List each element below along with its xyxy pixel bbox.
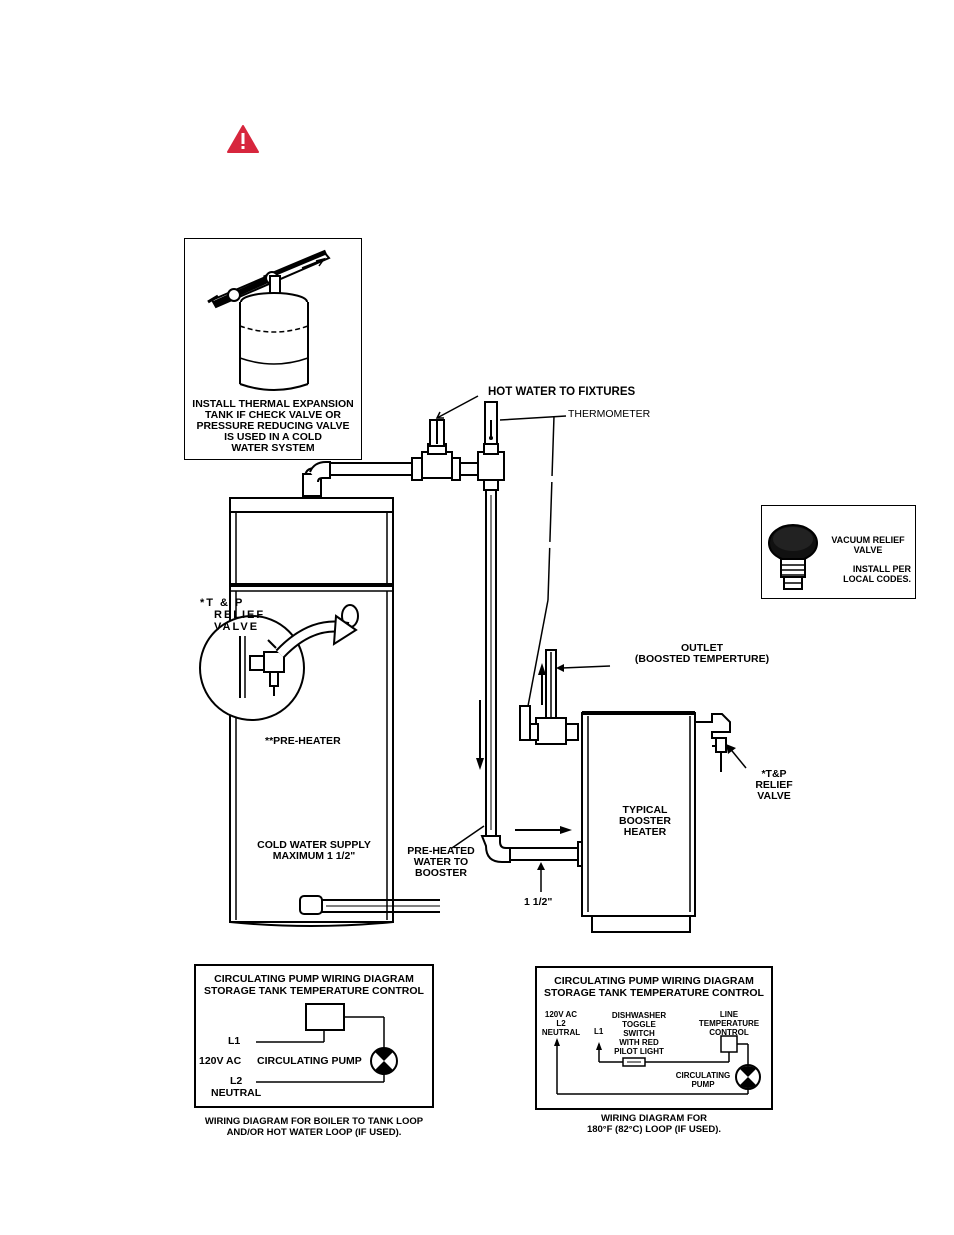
pipe-size-label: 1 1/2" — [524, 896, 553, 908]
wiring-right-supply: 120V AC L2 NEUTRAL — [541, 1010, 581, 1037]
wiring-right-control: LINE TEMPERATURE CONTROL — [698, 1010, 760, 1037]
wiring-right-switch: DISHWASHER TOGGLE SWITCH WITH RED PILOT … — [611, 1011, 667, 1056]
wiring-right-l1: L1 — [594, 1027, 604, 1036]
vacuum-relief-valve-icon — [768, 524, 818, 590]
cold-supply-label: COLD WATER SUPPLY MAXIMUM 1 1/2" — [257, 839, 371, 862]
wiring-diagram-right — [535, 966, 773, 1110]
pre-heater-label: **PRE-HEATER — [265, 735, 341, 747]
wiring-left-title: CIRCULATING PUMP WIRING DIAGRAM STORAGE … — [204, 973, 424, 997]
vacuum-relief-note: INSTALL PER LOCAL CODES. — [843, 564, 911, 584]
tp-relief-label-left: *T & P RELIEF VALVE — [200, 597, 266, 633]
wiring-left-schematic — [256, 1003, 398, 1083]
wiring-left-caption: WIRING DIAGRAM FOR BOILER TO TANK LOOP A… — [204, 1116, 424, 1138]
expansion-tank-inset — [184, 238, 362, 460]
vacuum-relief-inset — [761, 505, 916, 599]
vacuum-relief-title: VACUUM RELIEF VALVE — [831, 535, 905, 555]
tp-relief-label-right: *T&P RELIEF VALVE — [755, 768, 793, 802]
expansion-tank-note: INSTALL THERMAL EXPANSION TANK IF CHECK … — [192, 398, 354, 454]
hot-water-label: HOT WATER TO FIXTURES — [488, 386, 636, 398]
pre-heater-tank — [229, 497, 394, 927]
booster-heater — [581, 711, 696, 933]
pump-symbol-left — [370, 1047, 398, 1075]
outlet-label: OUTLET (BOOSTED TEMPERTURE) — [634, 642, 770, 665]
expansion-tank-drawing — [207, 249, 331, 391]
wiring-left-l2: L2 — [230, 1075, 243, 1087]
pump-symbol-right — [735, 1064, 761, 1090]
wiring-left-voltage: 120V AC — [199, 1055, 242, 1067]
warning-triangle-icon — [227, 125, 259, 153]
plumbing-diagram — [199, 395, 747, 933]
wiring-right-title: CIRCULATING PUMP WIRING DIAGRAM STORAGE … — [544, 975, 764, 999]
wiring-right-caption: WIRING DIAGRAM FOR 180°F (82°C) LOOP (IF… — [586, 1113, 722, 1135]
thermometer-label: THERMOMETER — [568, 408, 651, 420]
wiring-right-schematic — [554, 1035, 761, 1095]
wiring-diagram-left — [194, 964, 434, 1108]
wiring-left-neutral: NEUTRAL — [211, 1087, 262, 1099]
wiring-left-l1: L1 — [228, 1035, 241, 1047]
wiring-right-pump: CIRCULATING PUMP — [675, 1071, 731, 1089]
pre-heated-label: PRE-HEATED WATER TO BOOSTER — [407, 845, 475, 879]
wiring-left-pump: CIRCULATING PUMP — [257, 1055, 362, 1067]
booster-heater-label: TYPICAL BOOSTER HEATER — [619, 804, 671, 838]
